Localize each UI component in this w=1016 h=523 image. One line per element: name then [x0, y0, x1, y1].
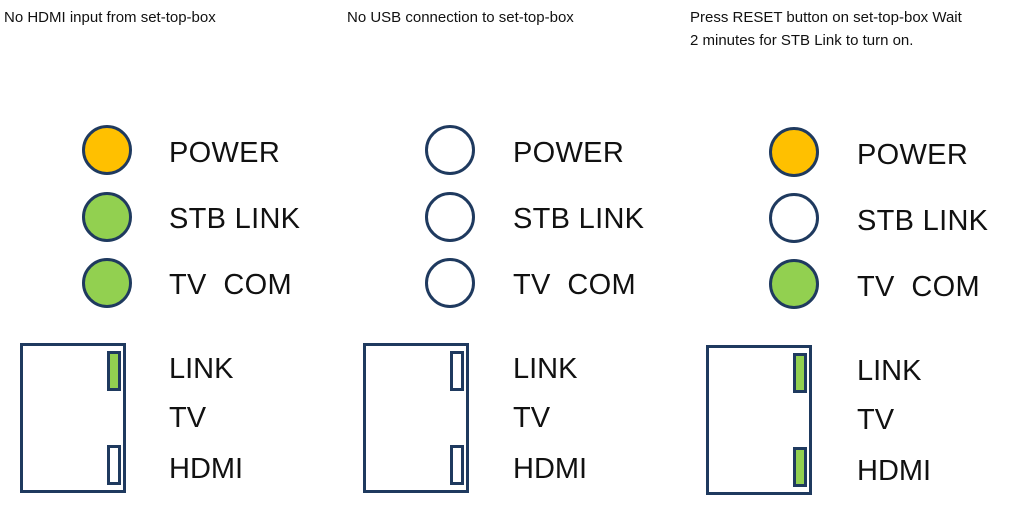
power-led: [425, 125, 475, 175]
stb-link-label: STB LINK: [857, 205, 989, 237]
tv-com-label: TV COM: [857, 271, 980, 303]
hdmi-port-label: HDMI: [513, 453, 588, 485]
device-box: [363, 343, 469, 493]
link-port-indicator: [107, 351, 121, 391]
device-box: [706, 345, 812, 495]
tv-port-label: TV: [513, 402, 551, 434]
hdmi-port-indicator: [450, 445, 464, 485]
link-port-label: LINK: [857, 355, 922, 387]
hdmi-port-label: HDMI: [857, 455, 932, 487]
link-port-indicator: [450, 351, 464, 391]
tv-com-led: [425, 258, 475, 308]
link-port-label: LINK: [169, 353, 234, 385]
hdmi-port-label: HDMI: [169, 453, 244, 485]
power-led: [82, 125, 132, 175]
panel-reset: Press RESET button on set-top-box Wait 2…: [690, 0, 1016, 523]
tv-port-label: TV: [169, 402, 207, 434]
hdmi-port-indicator: [107, 445, 121, 485]
stb-link-label: STB LINK: [513, 203, 645, 235]
stb-link-led: [425, 192, 475, 242]
power-label: POWER: [169, 137, 281, 169]
panel-caption: No HDMI input from set-top-box: [4, 9, 216, 26]
tv-com-led: [769, 259, 819, 309]
tv-port-label: TV: [857, 404, 895, 436]
panel-caption: No USB connection to set-top-box: [347, 9, 574, 26]
power-label: POWER: [513, 137, 625, 169]
panel-no-usb: No USB connection to set-top-box POWER S…: [347, 0, 677, 523]
hdmi-port-indicator: [793, 447, 807, 487]
link-port-label: LINK: [513, 353, 578, 385]
stb-link-led: [769, 193, 819, 243]
stb-link-led: [82, 192, 132, 242]
panel-no-hdmi: No HDMI input from set-top-box POWER STB…: [4, 0, 334, 523]
panel-caption: Press RESET button on set-top-box Wait 2…: [690, 9, 962, 49]
tv-com-led: [82, 258, 132, 308]
stb-link-label: STB LINK: [169, 203, 301, 235]
power-led: [769, 127, 819, 177]
tv-com-label: TV COM: [513, 269, 636, 301]
tv-com-label: TV COM: [169, 269, 292, 301]
link-port-indicator: [793, 353, 807, 393]
device-box: [20, 343, 126, 493]
power-label: POWER: [857, 139, 969, 171]
